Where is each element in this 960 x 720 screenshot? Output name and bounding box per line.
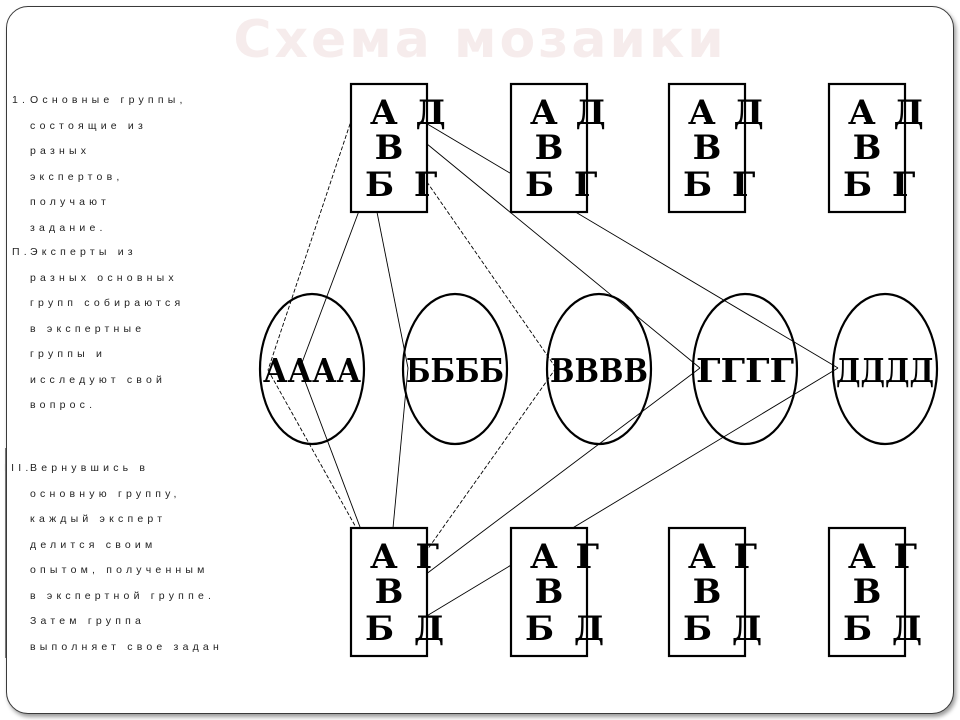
card-top-letters: А Д bbox=[370, 93, 446, 133]
step-number: 1. bbox=[12, 94, 30, 106]
step-line: разных bbox=[30, 145, 91, 157]
connector-line bbox=[423, 121, 839, 369]
step-line: состоящие из bbox=[30, 119, 148, 132]
expert-group-2: ББББ bbox=[401, 292, 509, 446]
connector-line bbox=[267, 117, 353, 371]
group-letters: ВВВВ bbox=[550, 351, 648, 390]
card-border bbox=[509, 82, 589, 214]
step-line: Затем группа bbox=[30, 615, 146, 627]
card-middle-letter: В bbox=[375, 572, 404, 612]
card-middle-letter: В bbox=[535, 128, 564, 168]
step-line: экспертов, bbox=[30, 170, 124, 183]
step-line: задание. bbox=[30, 221, 107, 234]
top_cards-card-1: А ДВБ Г bbox=[349, 82, 446, 214]
expert-group-4: ГГГГ bbox=[691, 292, 799, 446]
group-letters: ДДДД bbox=[836, 351, 934, 390]
card-middle-letter: В bbox=[535, 572, 564, 612]
bottom_cards-card-4: А ГВБ Д bbox=[827, 526, 922, 658]
step-line: Эксперты из bbox=[30, 246, 137, 258]
group-oval bbox=[258, 292, 366, 446]
group-letters: АААА bbox=[263, 351, 361, 390]
card-border bbox=[509, 526, 589, 658]
card-top-letters: А Г bbox=[848, 537, 918, 577]
step-line: основную группу, bbox=[30, 487, 181, 500]
group-letters: ББББ bbox=[406, 351, 504, 390]
connector-line bbox=[371, 186, 409, 369]
step-line: в экспертные bbox=[30, 322, 146, 335]
connector-line bbox=[267, 369, 364, 541]
expert-group-row: АААА ББББ ВВВВ ГГГГ ДДДД bbox=[258, 292, 939, 446]
card-top-letters: А Д bbox=[848, 93, 924, 133]
card-top-letters: А Д bbox=[688, 93, 764, 133]
card-border bbox=[827, 82, 907, 214]
connector-line bbox=[419, 367, 557, 561]
card-bottom-letters: Б Г bbox=[683, 165, 756, 205]
expert-group-1: АААА bbox=[258, 292, 366, 446]
step-line: исследуют свой bbox=[30, 373, 167, 386]
connector-line bbox=[404, 367, 701, 591]
bottom_cards-card-3: А ГВБ Д bbox=[667, 526, 762, 658]
step-line: опытом, полученным bbox=[30, 564, 209, 576]
connector-line bbox=[299, 186, 369, 369]
card-middle-letter: В bbox=[853, 572, 882, 612]
step-line: Основные группы, bbox=[30, 94, 187, 106]
card-border bbox=[349, 82, 429, 214]
step-1: 1.Основные группы, состоящие из разных эксп… bbox=[12, 88, 187, 241]
group-oval bbox=[691, 292, 799, 446]
step-3: III.Вернувшись в основную группу, каждый э… bbox=[4, 456, 223, 660]
group-letters: ГГГГ bbox=[696, 351, 794, 390]
card-border bbox=[827, 526, 907, 658]
top-card-row: А ДВБ ГА ДВБ ГА ДВБ ГА ДВБ Г bbox=[349, 82, 924, 214]
card-top-letters: А Д bbox=[530, 93, 606, 133]
card-bottom-letters: Б Д bbox=[365, 609, 444, 649]
card-middle-letter: В bbox=[693, 572, 722, 612]
card-middle-letter: В bbox=[693, 128, 722, 168]
step-number: III. bbox=[4, 462, 33, 474]
connector-line bbox=[419, 171, 557, 369]
slide-title: Схема мозаики bbox=[233, 10, 727, 70]
text-margin-line bbox=[5, 448, 6, 658]
connector-lines bbox=[267, 117, 839, 621]
card-top-letters: А Г bbox=[530, 537, 600, 577]
step-line: делится своим bbox=[30, 538, 157, 551]
step-number: П. bbox=[12, 246, 31, 258]
card-border bbox=[349, 526, 429, 658]
top_cards-card-4: А ДВБ Г bbox=[827, 82, 924, 214]
card-middle-letter: В bbox=[853, 128, 882, 168]
step-2: П.Эксперты из разных основных групп собира… bbox=[12, 240, 184, 419]
top_cards-card-2: А ДВБ Г bbox=[509, 82, 606, 214]
step-line: каждый эксперт bbox=[30, 513, 167, 525]
step-line: вопрос. bbox=[30, 399, 97, 411]
card-bottom-letters: Б Г bbox=[843, 165, 916, 205]
card-bottom-letters: Б Г bbox=[365, 165, 438, 205]
step-line: Вернувшись в bbox=[30, 462, 150, 474]
card-border bbox=[667, 526, 747, 658]
group-oval bbox=[401, 292, 509, 446]
card-border bbox=[667, 82, 747, 214]
step-line: группы и bbox=[30, 348, 107, 360]
bottom-card-row: А ГВБ ДА ГВБ ДА ГВБ ДА ГВБ Д bbox=[349, 526, 922, 658]
card-bottom-letters: Б Д bbox=[525, 609, 604, 649]
expert-group-5: ДДДД bbox=[831, 292, 939, 446]
step-line: в экспертной группе. bbox=[30, 589, 216, 602]
connector-line bbox=[409, 129, 701, 369]
card-top-letters: А Г bbox=[370, 537, 440, 577]
card-bottom-letters: Б Д bbox=[843, 609, 922, 649]
step-line: выполняет свое задан bbox=[30, 640, 223, 653]
card-middle-letter: В bbox=[375, 128, 404, 168]
group-oval bbox=[831, 292, 939, 446]
group-oval bbox=[545, 292, 653, 446]
card-bottom-letters: Б Г bbox=[525, 165, 598, 205]
step-line: разных основных bbox=[30, 271, 178, 284]
top_cards-card-3: А ДВБ Г bbox=[667, 82, 764, 214]
bottom_cards-card-2: А ГВБ Д bbox=[509, 526, 604, 658]
connector-line bbox=[419, 367, 839, 621]
step-line: групп собираются bbox=[30, 297, 185, 309]
card-bottom-letters: Б Д bbox=[683, 609, 762, 649]
card-top-letters: А Г bbox=[688, 537, 758, 577]
bottom_cards-card-1: А ГВБ Д bbox=[349, 526, 444, 658]
expert-group-3: ВВВВ bbox=[545, 292, 653, 446]
step-line: получают bbox=[30, 196, 111, 208]
